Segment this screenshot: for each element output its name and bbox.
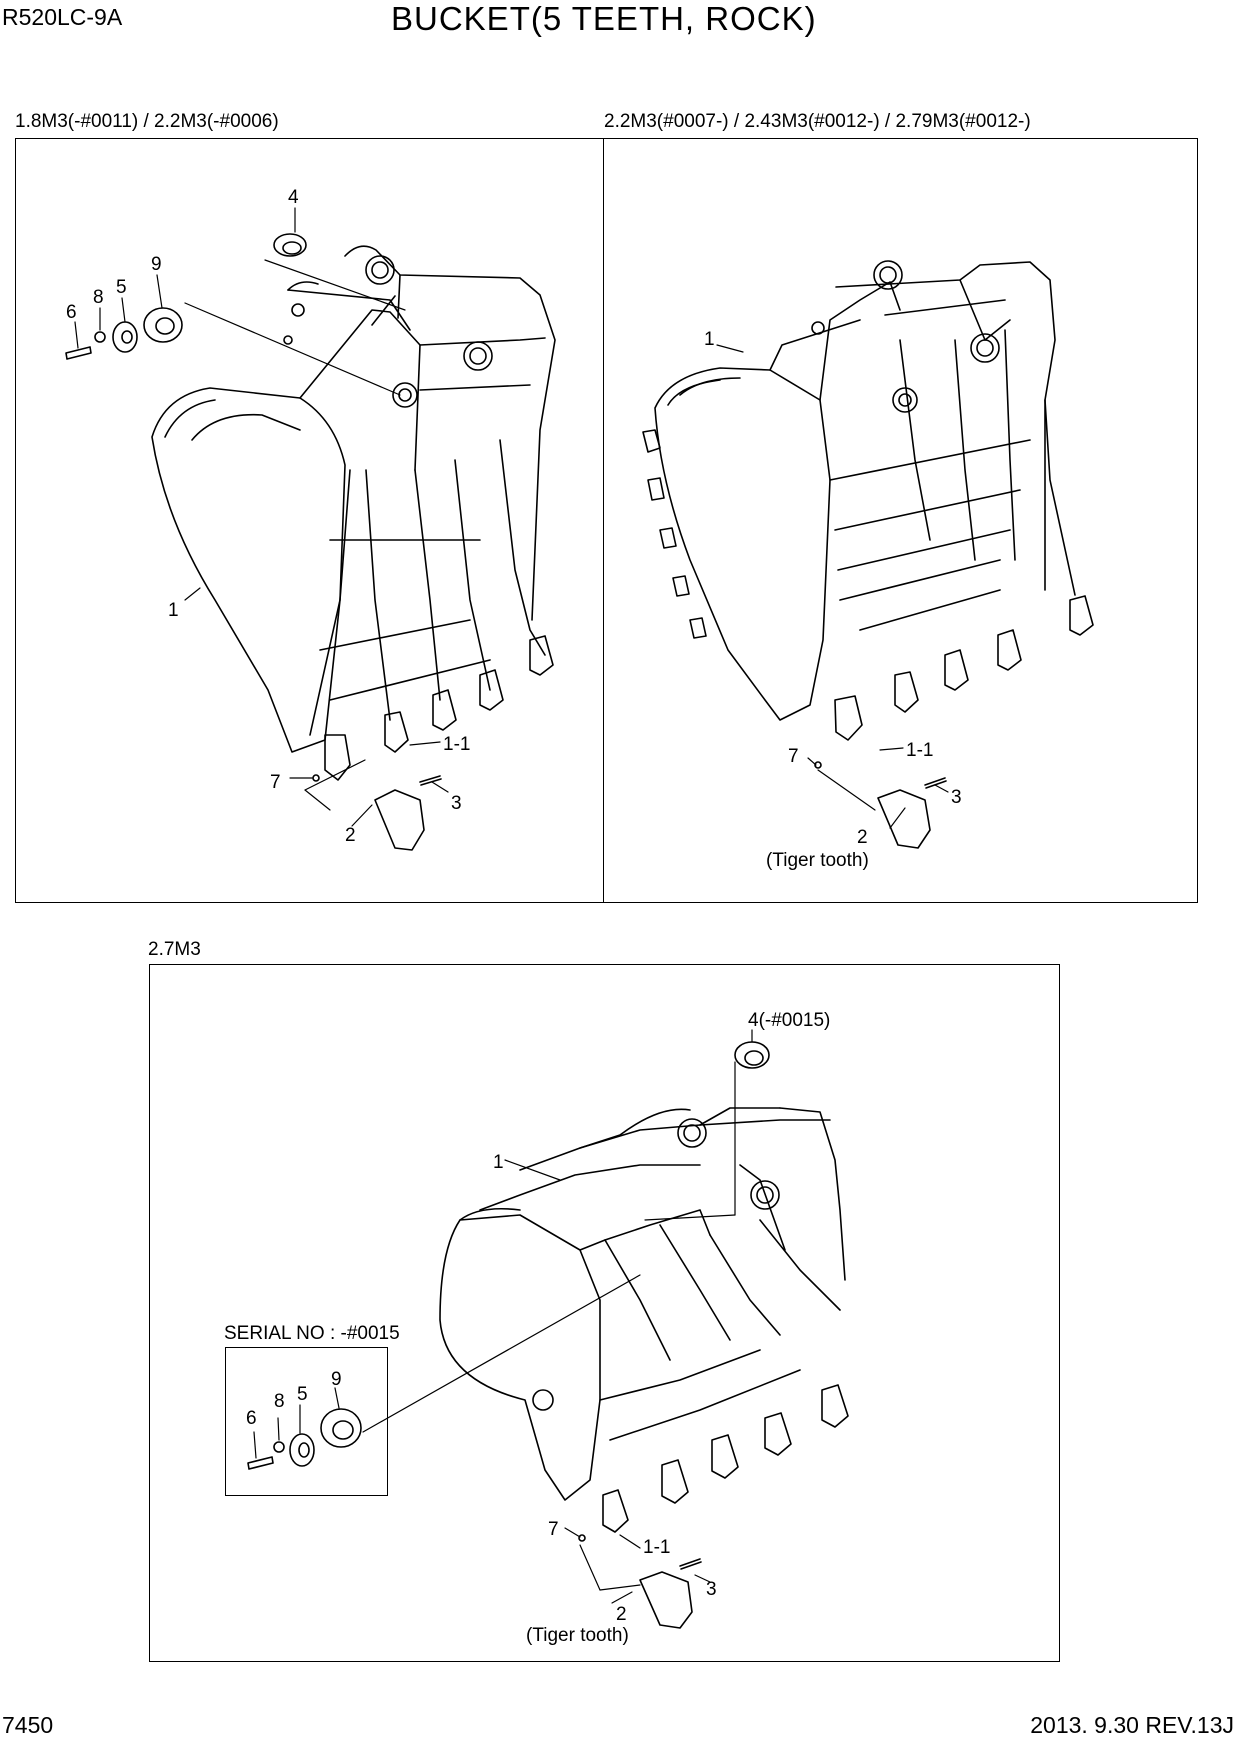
bucket-drawing-bottom: [247, 1041, 849, 1629]
callout-8: 8: [274, 1391, 285, 1412]
callout-9: 9: [151, 254, 162, 275]
bucket-drawing-top-right: [642, 260, 1094, 849]
callout-6: 6: [246, 1408, 257, 1429]
callout-7: 7: [788, 746, 799, 767]
callout-1-1: 1-1: [906, 740, 933, 761]
callout-2: 2: [857, 827, 868, 848]
revision-date: 2013. 9.30 REV.13J: [1030, 1712, 1234, 1738]
callout-7: 7: [548, 1519, 559, 1540]
tiger-tooth-note: (Tiger tooth): [766, 850, 869, 871]
callout-6: 6: [66, 302, 77, 323]
panel-bottom-frame: [149, 964, 1060, 1662]
callout-7: 7: [270, 772, 281, 793]
page-title: BUCKET(5 TEETH, ROCK): [391, 0, 817, 37]
callout-5: 5: [116, 277, 127, 298]
callout-5: 5: [297, 1384, 308, 1405]
callout-2: 2: [345, 825, 356, 846]
bucket-drawing-top-left: [65, 233, 556, 851]
callout-4: 4(-#0015): [748, 1010, 830, 1031]
serial-inset-frame: [225, 1347, 388, 1496]
callout-9: 9: [331, 1369, 342, 1390]
panel-bottom-label: 2.7M3: [148, 939, 201, 960]
callout-1: 1: [704, 329, 715, 350]
callout-2: 2: [616, 1604, 627, 1625]
model-name: R520LC-9A: [2, 4, 123, 30]
callout-1-1: 1-1: [443, 734, 470, 755]
callout-1: 1: [493, 1152, 504, 1173]
panel-top-right-label: 2.2M3(#0007-) / 2.43M3(#0012-) / 2.79M3(…: [604, 111, 1031, 132]
callout-3: 3: [451, 793, 462, 814]
callout-8: 8: [93, 287, 104, 308]
tiger-tooth-note: (Tiger tooth): [526, 1625, 629, 1646]
callout-1: 1: [168, 600, 179, 621]
page-number: 7450: [2, 1712, 54, 1738]
callout-4: 4: [288, 187, 299, 208]
callout-3: 3: [951, 787, 962, 808]
serial-number-label: SERIAL NO : -#0015: [224, 1323, 400, 1344]
leader-lines: [74, 207, 949, 1604]
panel-top-left-label: 1.8M3(-#0011) / 2.2M3(-#0006): [15, 111, 279, 132]
panel-top-right-frame: [603, 138, 1198, 903]
callout-3: 3: [706, 1579, 717, 1600]
callout-1-1: 1-1: [643, 1537, 670, 1558]
